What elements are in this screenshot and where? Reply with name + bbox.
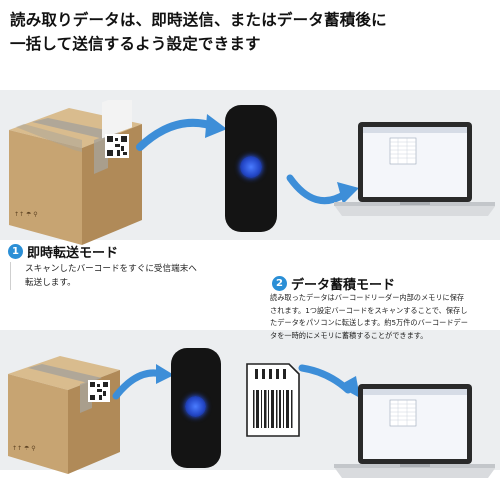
package-box-icon: ↑↑ ☂ ⚲ xyxy=(9,100,142,245)
scanner-button-icon xyxy=(185,396,206,417)
barcode-scanner-icon xyxy=(225,105,277,232)
mode-2-desc-line: タを一時的にメモリに蓄積することができます。 xyxy=(270,330,428,340)
arrow-icon xyxy=(112,364,174,400)
scanner-button-icon xyxy=(240,156,262,178)
mode-1-desc-line: スキャンしたバーコードをすぐに受信端末へ xyxy=(25,264,197,274)
page-headline: 読み取りデータは、即時送信、またはデータ蓄積後に 一括して送信するよう設定できま… xyxy=(10,8,490,56)
mode-2-number-badge: 2 xyxy=(272,276,287,291)
arrow-icon xyxy=(298,364,360,398)
mode-2-desc-line: たデータをパソコンに転送します。約5万件のバーコードデー xyxy=(270,318,468,327)
svg-text:↑↑ ☂ ⚲: ↑↑ ☂ ⚲ xyxy=(12,445,36,452)
svg-text:↑↑ ☂ ⚲: ↑↑ ☂ ⚲ xyxy=(14,211,38,218)
arrow-icon xyxy=(136,114,227,151)
mode-1-description: スキャンしたバーコードをすぐに受信端末へ 転送します。 xyxy=(10,262,250,290)
mode-2-desc-line: されます。1つ設定バーコードをスキャンすることで、保存し xyxy=(270,305,468,315)
package-box-icon: ↑↑ ☂ ⚲ xyxy=(8,356,120,474)
sd-card-icon xyxy=(246,363,300,437)
mode-1-number-badge: 1 xyxy=(8,244,23,259)
mode-1-title: 1 即時転送モード xyxy=(8,242,118,261)
mode-1-desc-line: 転送します。 xyxy=(25,278,76,288)
mode-1-title-text: 即時転送モード xyxy=(27,246,119,261)
headline-line-1: 読み取りデータは、即時送信、またはデータ蓄積後に xyxy=(10,11,387,29)
mode-2-description: 読み取ったデータはバーコードリーダー内部のメモリに保存 されます。1つ設定バーコ… xyxy=(270,292,498,342)
barcode-scanner-icon xyxy=(171,348,221,468)
mode-2-desc-line: 読み取ったデータはバーコードリーダー内部のメモリに保存 xyxy=(270,293,465,302)
mode-2-title: 2 データ蓄積モード xyxy=(272,274,395,293)
headline-line-2: 一括して送信するよう設定できます xyxy=(10,35,261,53)
arrow-icon xyxy=(286,174,359,205)
mode-2-title-text: データ蓄積モード xyxy=(291,278,396,293)
laptop-icon xyxy=(334,122,495,216)
laptop-icon xyxy=(334,384,495,478)
